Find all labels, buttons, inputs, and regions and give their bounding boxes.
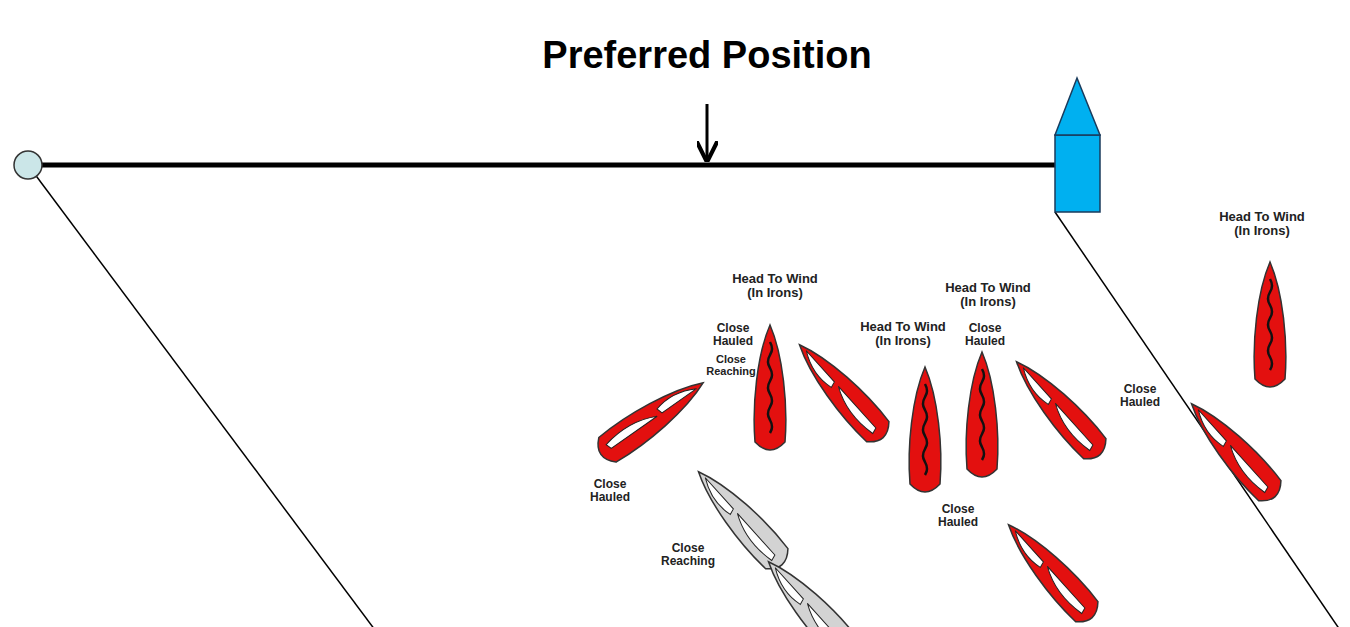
jib-sail — [769, 568, 804, 606]
sailboat — [788, 334, 895, 448]
jib-sail — [699, 478, 734, 516]
boat-hull — [1254, 262, 1286, 387]
boat-hull — [754, 325, 786, 450]
sailboat — [997, 514, 1104, 627]
boat-hull — [909, 367, 941, 492]
point-of-sail-label: Close Hauled — [960, 322, 1010, 347]
boat-hull — [1180, 393, 1287, 507]
boat-fleet — [592, 262, 1287, 627]
sailboat — [592, 370, 713, 468]
main-sail — [801, 603, 846, 627]
boat-hull — [966, 352, 998, 477]
point-of-sail-label: Close Hauled — [1115, 383, 1165, 408]
boat-hull — [997, 514, 1104, 627]
starboard-layline — [1055, 212, 1340, 627]
sailboat — [1180, 393, 1287, 507]
jib-sail — [656, 382, 697, 414]
diagram-title: Preferred Position — [542, 34, 871, 77]
jib-sail — [800, 351, 835, 389]
point-of-sail-label: Head To Wind (In Irons) — [853, 320, 953, 347]
committee-boat-hull — [1055, 135, 1100, 212]
boat-hull — [592, 370, 713, 468]
point-of-sail-label: Close Reaching — [703, 354, 759, 377]
main-sail — [832, 386, 877, 435]
main-sail — [731, 513, 776, 562]
jib-sail — [1009, 531, 1044, 569]
sailboat — [909, 367, 941, 492]
luffing-sail — [1268, 279, 1272, 370]
boat-hull — [1005, 351, 1112, 465]
point-of-sail-label: Close Hauled — [933, 503, 983, 528]
position-arrow — [706, 104, 709, 160]
point-of-sail-label: Close Hauled — [585, 478, 635, 503]
point-of-sail-label: Head To Wind (In Irons) — [938, 281, 1038, 308]
port-layline — [28, 165, 375, 627]
committee-boat-bow — [1055, 78, 1100, 135]
point-of-sail-label: Head To Wind (In Irons) — [1212, 210, 1312, 237]
luffing-sail — [980, 369, 984, 460]
jib-sail — [1192, 410, 1227, 448]
point-of-sail-label: Head To Wind (In Irons) — [725, 272, 825, 299]
main-sail — [1224, 445, 1269, 494]
sailboat — [966, 352, 998, 477]
main-sail — [1049, 403, 1094, 452]
luffing-sail — [923, 384, 927, 475]
sailboat — [757, 551, 864, 627]
point-of-sail-label: Close Reaching — [658, 542, 718, 567]
boat-hull — [788, 334, 895, 448]
main-sail — [1041, 566, 1086, 615]
sailboat — [1254, 262, 1286, 387]
boat-hull — [757, 551, 864, 627]
sailboat — [754, 325, 786, 450]
start-line — [28, 163, 1057, 168]
jib-sail — [1017, 368, 1052, 406]
main-sail — [605, 409, 657, 449]
luffing-sail — [768, 342, 772, 433]
pin-buoy — [14, 151, 42, 179]
sailboat — [1005, 351, 1112, 465]
point-of-sail-label: Close Hauled — [708, 322, 758, 347]
